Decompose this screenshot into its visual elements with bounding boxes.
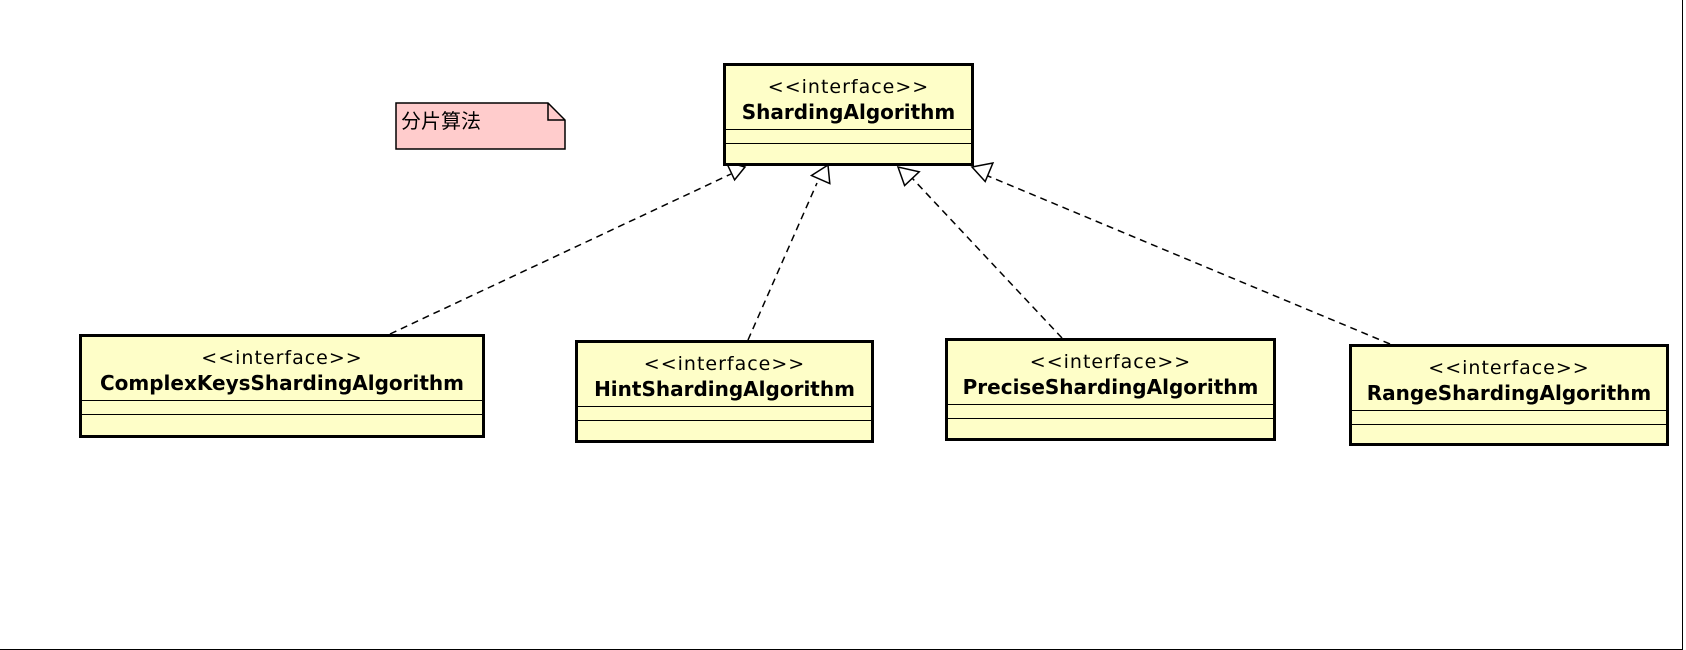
relation-hint-to-sharding <box>747 163 831 341</box>
class-name: ComplexKeysShardingAlgorithm <box>99 371 465 395</box>
note-text: 分片算法 <box>401 109 481 133</box>
attributes-compartment <box>578 406 871 420</box>
attributes-compartment <box>726 129 971 143</box>
class-stereotype: <<interface>> <box>1428 357 1590 379</box>
class-stereotype: <<interface>> <box>767 76 930 98</box>
realization-arrowhead <box>809 163 831 185</box>
class-stereotype: <<interface>> <box>1029 351 1192 373</box>
canvas-border-right <box>1682 0 1683 650</box>
class-header: <<interface>> RangeShardingAlgorithm <box>1352 347 1666 410</box>
class-header: <<interface>> HintShardingAlgorithm <box>578 343 871 406</box>
realization-arrowhead <box>970 162 995 183</box>
note-body <box>395 102 566 150</box>
relation-precise-to-sharding <box>896 165 1063 339</box>
note-fold <box>547 103 565 121</box>
dashed-line <box>987 175 1391 345</box>
relation-range-to-sharding <box>970 162 1391 345</box>
dashed-line <box>911 177 1063 339</box>
class-header: <<interface>> PreciseShardingAlgorithm <box>948 341 1273 404</box>
class-stereotype: <<interface>> <box>201 347 363 369</box>
class-name: RangeShardingAlgorithm <box>1366 381 1652 405</box>
operations-compartment <box>82 414 482 428</box>
class-hint-sharding-algorithm[interactable]: <<interface>> HintShardingAlgorithm <box>575 340 874 443</box>
class-precise-sharding-algorithm[interactable]: <<interface>> PreciseShardingAlgorithm <box>945 338 1276 441</box>
dashed-line <box>389 173 732 335</box>
operations-compartment <box>1352 424 1666 438</box>
attributes-compartment <box>948 404 1273 418</box>
attributes-compartment <box>1352 410 1666 424</box>
class-header: <<interface>> ComplexKeysShardingAlgorit… <box>82 337 482 400</box>
dashed-line <box>747 182 818 341</box>
class-sharding-algorithm[interactable]: <<interface>> ShardingAlgorithm <box>723 63 974 166</box>
attributes-compartment <box>82 400 482 414</box>
class-complex-keys-sharding-algorithm[interactable]: <<interface>> ComplexKeysShardingAlgorit… <box>79 334 485 438</box>
operations-compartment <box>726 143 971 157</box>
class-name: HintShardingAlgorithm <box>594 377 855 401</box>
note[interactable]: 分片算法 <box>396 103 566 149</box>
operations-compartment <box>948 418 1273 432</box>
class-range-sharding-algorithm[interactable]: <<interface>> RangeShardingAlgorithm <box>1349 344 1669 446</box>
class-name: PreciseShardingAlgorithm <box>962 375 1259 399</box>
class-name: ShardingAlgorithm <box>741 100 956 124</box>
realization-arrowhead <box>896 165 921 187</box>
note-shape <box>395 102 566 150</box>
class-stereotype: <<interface>> <box>643 353 806 375</box>
operations-compartment <box>578 420 871 434</box>
class-header: <<interface>> ShardingAlgorithm <box>726 66 971 129</box>
relation-complex-to-sharding <box>389 160 747 335</box>
